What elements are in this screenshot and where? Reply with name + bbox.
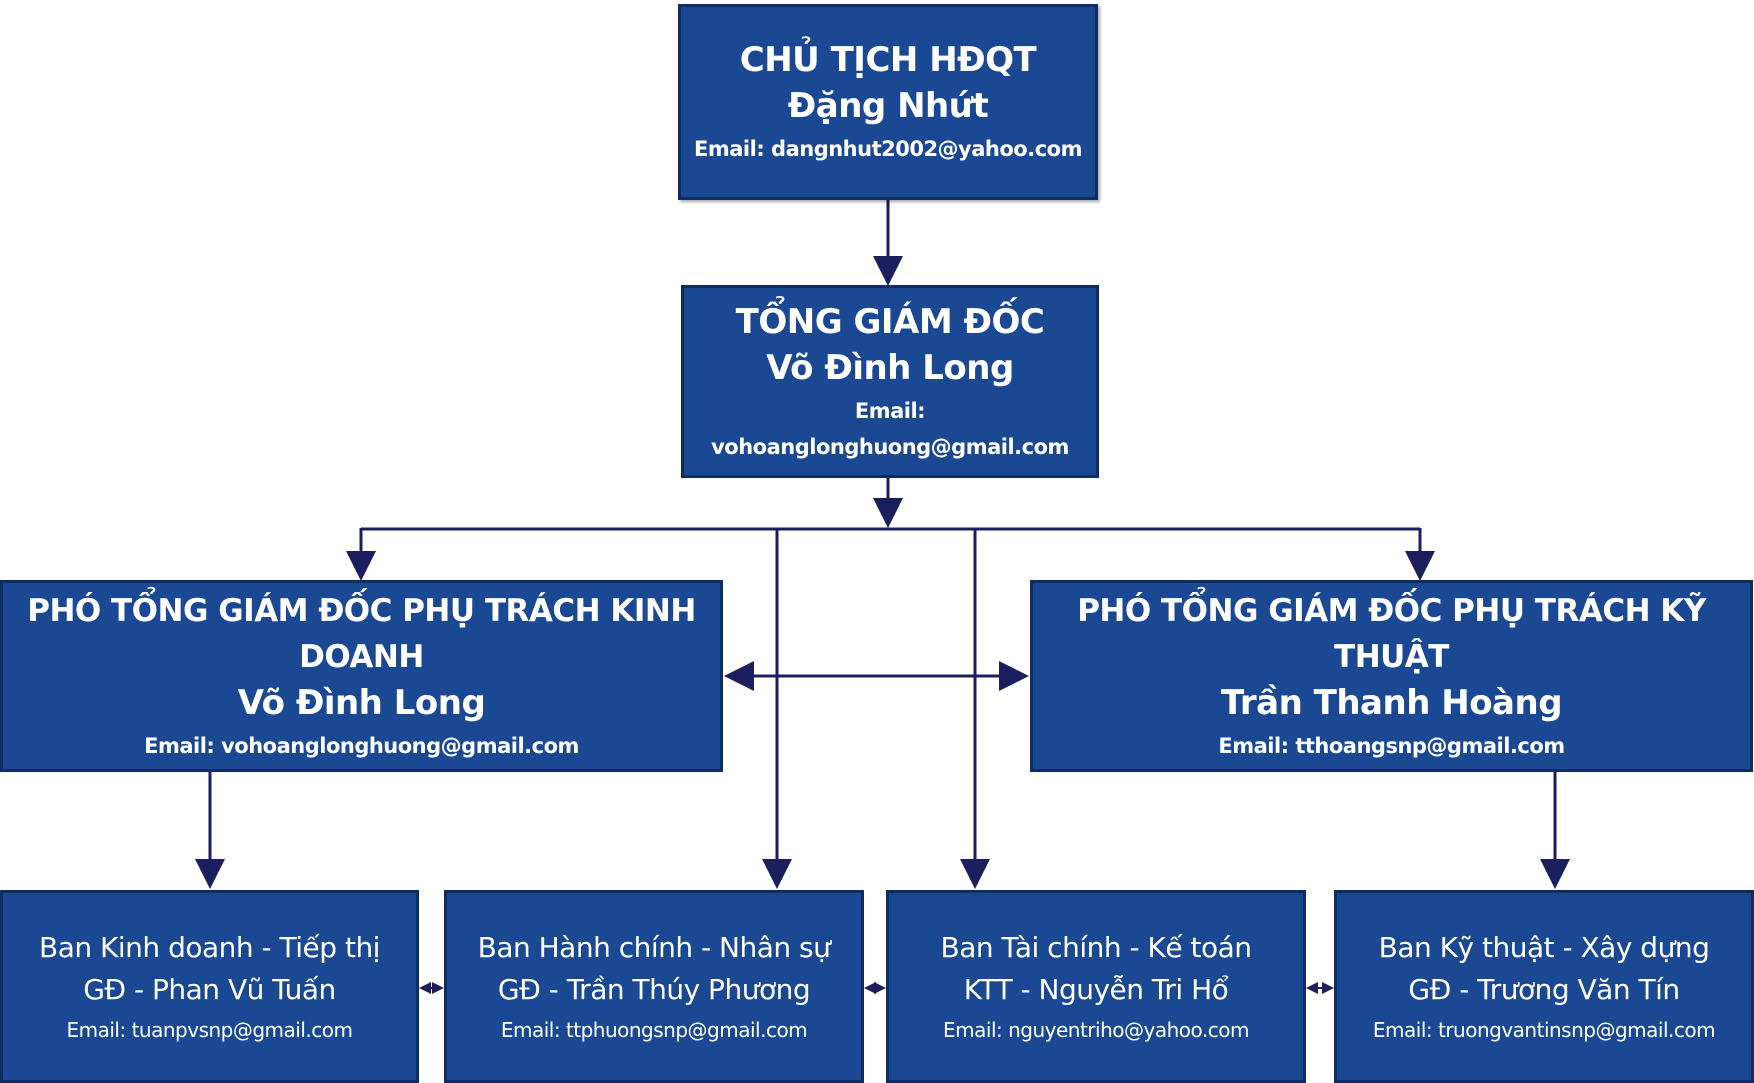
ceo-title: TỔNG GIÁM ĐỐC <box>735 301 1045 342</box>
ceo-box: TỔNG GIÁM ĐỐC Võ Đình Long Email: vohoan… <box>681 285 1099 478</box>
dept-tech-title: Ban Kỹ thuật - Xây dựng <box>1378 930 1710 964</box>
chairman-box: CHỦ TỊCH HĐQT Đặng Nhứt Email: dangnhut2… <box>678 4 1098 200</box>
ceo-name: Võ Đình Long <box>766 347 1014 388</box>
dept-tech-box: Ban Kỹ thuật - Xây dựng GĐ - Trương Văn … <box>1334 890 1754 1083</box>
chairman-name: Đặng Nhứt <box>787 86 989 126</box>
dept-finance-email: Email: nguyentriho@yahoo.com <box>943 1017 1249 1042</box>
vp-tech-title: PHÓ TỔNG GIÁM ĐỐC PHỤ TRÁCH KỸ THUẬT <box>1077 593 1706 675</box>
dept-tech-email: Email: truongvantinsnp@gmail.com <box>1372 1017 1716 1042</box>
vp-sales-email: Email: vohoanglonghuong@gmail.com <box>144 734 579 758</box>
dept-finance-title: Ban Tài chính - Kế toán <box>940 930 1252 964</box>
dept-sales-director: GĐ - Phan Vũ Tuấn <box>83 972 336 1006</box>
chairman-email: Email: dangnhut2002@yahoo.com <box>694 137 1082 161</box>
vp-sales-title: PHÓ TỔNG GIÁM ĐỐC PHỤ TRÁCH KINH DOANH <box>27 593 696 675</box>
vp-tech-box: PHÓ TỔNG GIÁM ĐỐC PHỤ TRÁCH KỸ THUẬT Trầ… <box>1030 580 1753 772</box>
dept-hr-box: Ban Hành chính - Nhân sự GĐ - Trần Thúy … <box>444 890 864 1083</box>
ceo-email: Email: vohoanglonghuong@gmail.com <box>711 398 1069 459</box>
dept-finance-chief-accountant: KTT - Nguyễn Tri Hổ <box>963 972 1229 1006</box>
dept-sales-title: Ban Kinh doanh - Tiếp thị <box>39 930 380 964</box>
vp-tech-name: Trần Thanh Hoàng <box>1220 683 1563 723</box>
dept-sales-email: Email: tuanpvsnp@gmail.com <box>66 1017 353 1042</box>
chairman-title: CHỦ TỊCH HĐQT <box>739 40 1037 80</box>
dept-sales-box: Ban Kinh doanh - Tiếp thị GĐ - Phan Vũ T… <box>0 890 419 1083</box>
dept-hr-email: Email: ttphuongsnp@gmail.com <box>500 1017 808 1042</box>
dept-finance-box: Ban Tài chính - Kế toán KTT - Nguyễn Tri… <box>886 890 1306 1083</box>
vp-sales-box: PHÓ TỔNG GIÁM ĐỐC PHỤ TRÁCH KINH DOANH V… <box>0 580 723 772</box>
dept-hr-director: GĐ - Trần Thúy Phương <box>497 972 811 1006</box>
dept-tech-director: GĐ - Trương Văn Tín <box>1408 972 1680 1006</box>
dept-hr-title: Ban Hành chính - Nhân sự <box>477 930 831 964</box>
vp-sales-name: Võ Đình Long <box>237 683 486 723</box>
vp-tech-email: Email: tthoangsnp@gmail.com <box>1218 734 1565 758</box>
